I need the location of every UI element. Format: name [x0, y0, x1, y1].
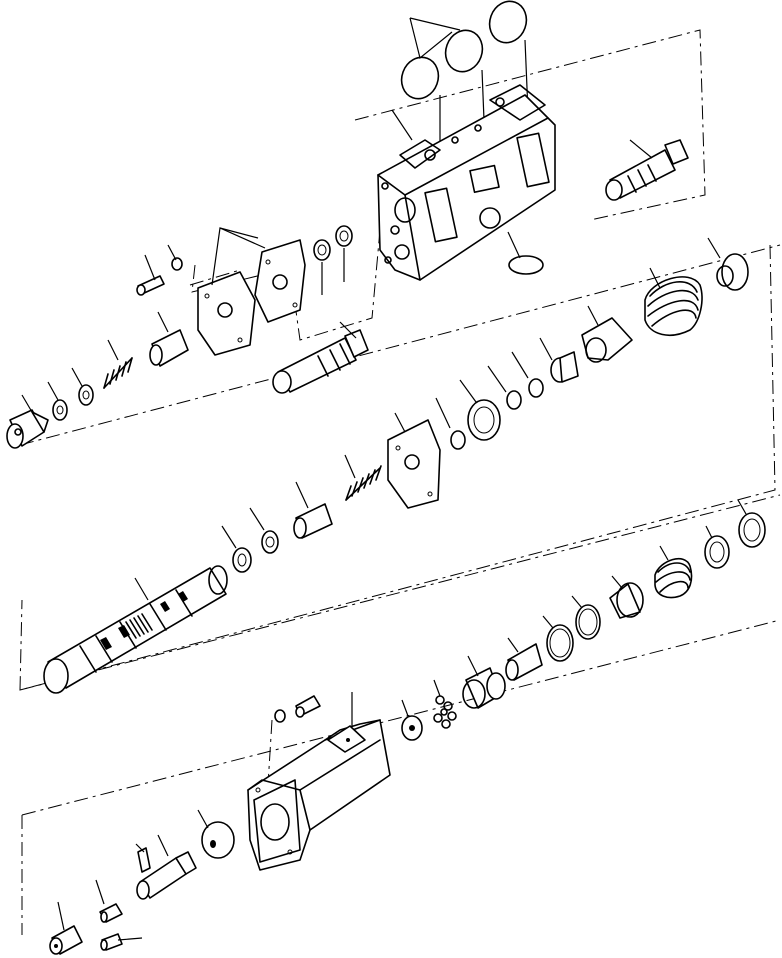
bottom-left-parts [49, 809, 235, 955]
right-upper-parts [435, 237, 749, 450]
right-middle-parts [462, 499, 766, 709]
middle-parts [221, 412, 441, 573]
left-upper-parts [6, 311, 189, 449]
screws-upper [136, 244, 183, 296]
seal-rings-upper [313, 225, 353, 295]
case-screws [274, 695, 321, 723]
balls-and-washer [401, 679, 457, 741]
top-spool-assembly [605, 139, 689, 201]
spring-case [247, 692, 391, 871]
main-spool [43, 565, 228, 694]
flange-plates-upper [197, 227, 306, 356]
valve-body [377, 84, 556, 281]
spool-upper [272, 321, 369, 394]
